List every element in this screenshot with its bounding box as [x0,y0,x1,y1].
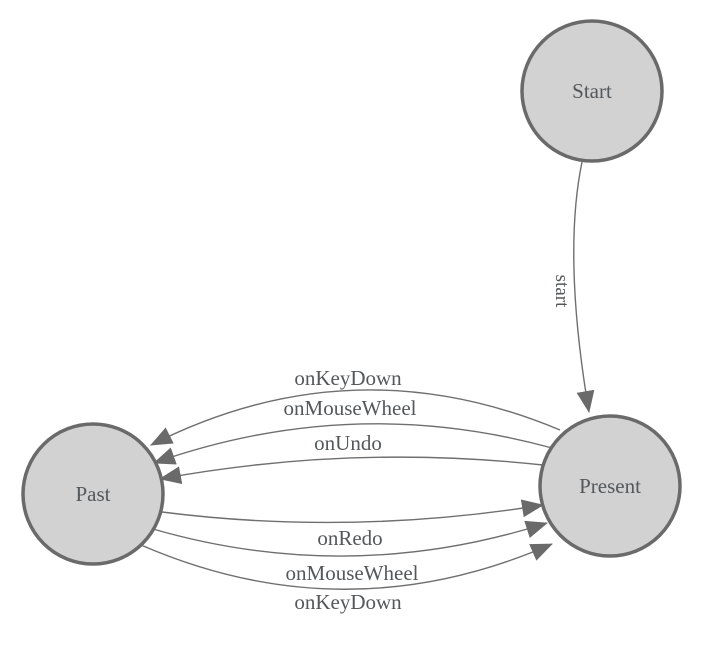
node-past-circle [21,422,165,566]
edge-past-to-present-onredo-path [161,499,544,524]
edge-label-onundo: onUndo [314,431,382,455]
edge-present-to-past-onkeydown: onKeyDown [150,366,561,446]
node-start-label: Start [572,79,612,103]
edge-past-to-present-onredo: onRedo [161,499,544,550]
edge-past-to-present-onkeydown: onKeyDown [140,543,553,614]
node-start: Start [520,19,664,163]
edge-past-to-present-onmousewheel: onMouseWheel [152,520,548,585]
edge-label-onmousewheel-lower: onMouseWheel [286,561,419,585]
node-past: Past [21,422,165,566]
edge-present-to-past-onkeydown-path [150,389,561,446]
edge-label-start: start [551,275,572,308]
edge-past-to-present-onmousewheel-path [152,520,548,557]
edge-present-to-past-onundo-path [159,456,544,485]
edge-present-to-past-onmousewheel-path [153,423,553,465]
node-present-circle [538,414,682,558]
edge-label-onkeydown-lower: onKeyDown [294,590,402,614]
edge-label-onkeydown-upper: onKeyDown [294,366,402,390]
edge-label-onredo: onRedo [317,526,382,550]
edge-label-onmousewheel-upper: onMouseWheel [284,396,417,420]
node-present: Present [538,414,682,558]
node-past-label: Past [75,482,110,506]
edge-start-to-present: start [551,161,595,413]
node-present-label: Present [579,474,641,498]
edge-present-to-past-onmousewheel: onMouseWheel [153,396,553,465]
edge-past-to-present-onkeydown-path [140,543,553,590]
edge-start-to-present-path [573,161,595,413]
node-start-circle [520,19,664,163]
edge-present-to-past-onundo: onUndo [159,431,544,485]
